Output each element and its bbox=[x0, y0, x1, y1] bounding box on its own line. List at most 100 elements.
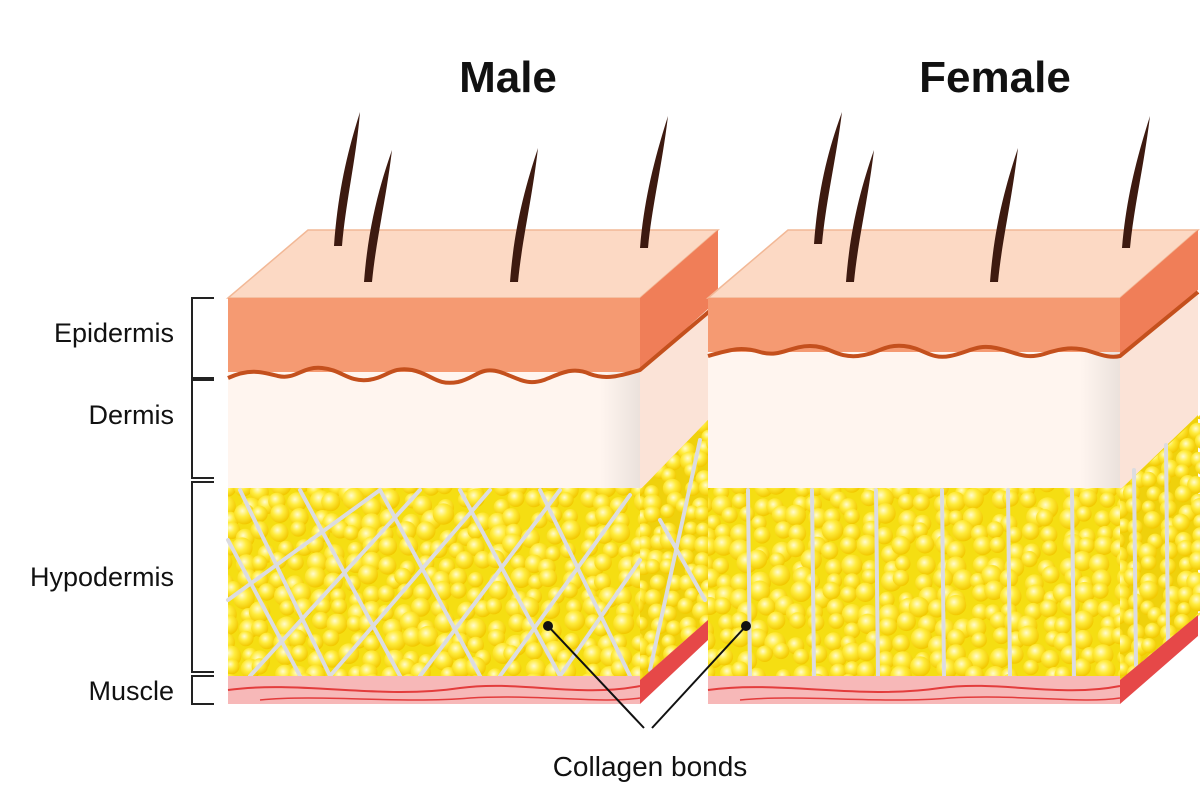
fat-globule bbox=[1187, 674, 1200, 680]
fat-globule bbox=[346, 615, 363, 632]
fat-globule bbox=[756, 645, 773, 662]
fat-globule bbox=[467, 636, 485, 654]
fat-globule bbox=[278, 540, 294, 557]
fat-globule bbox=[615, 488, 632, 496]
fat-globule bbox=[1036, 509, 1054, 527]
fat-globule bbox=[1193, 639, 1200, 653]
fat-globule bbox=[910, 627, 933, 650]
hair bbox=[640, 116, 668, 248]
fat-globule bbox=[358, 564, 378, 585]
fat-globule bbox=[485, 598, 502, 615]
fat-globule bbox=[1174, 485, 1192, 503]
fat-globule bbox=[1120, 532, 1126, 550]
fat-globule bbox=[432, 503, 455, 525]
fat-globule bbox=[708, 664, 716, 678]
fat-globule bbox=[643, 505, 661, 523]
female-dermis bbox=[708, 352, 1120, 488]
fat-globule bbox=[1139, 580, 1159, 600]
male-dermis bbox=[228, 372, 640, 488]
fat-globule bbox=[384, 630, 406, 652]
fat-globule bbox=[1186, 572, 1200, 592]
fat-globule bbox=[840, 586, 857, 603]
fat-globule bbox=[326, 613, 348, 635]
fat-globule bbox=[594, 553, 612, 572]
fat-globule bbox=[1039, 488, 1055, 493]
fat-globule bbox=[1041, 565, 1060, 584]
fat-globule bbox=[681, 667, 701, 680]
fat-globule bbox=[828, 649, 847, 668]
fat-globule bbox=[518, 596, 540, 619]
fat-globule bbox=[894, 555, 911, 572]
fat-globule bbox=[757, 597, 776, 616]
fat-globule bbox=[291, 645, 308, 662]
fat-globule bbox=[790, 580, 812, 603]
fat-globule bbox=[1018, 625, 1039, 647]
fat-globule bbox=[861, 568, 878, 585]
fat-globule bbox=[640, 637, 650, 657]
fat-globule bbox=[1002, 490, 1019, 507]
fat-globule bbox=[915, 534, 935, 554]
fat-globule bbox=[965, 665, 984, 678]
fat-globule bbox=[436, 488, 453, 495]
fat-globule bbox=[1140, 471, 1157, 488]
fat-globule bbox=[583, 645, 604, 665]
fat-globule bbox=[270, 504, 290, 523]
fat-globule bbox=[774, 521, 792, 539]
fat-globule bbox=[378, 537, 398, 556]
fat-globule bbox=[1039, 599, 1058, 618]
fat-globule bbox=[322, 629, 340, 647]
fat-globule bbox=[713, 535, 735, 556]
fat-globule bbox=[640, 654, 651, 670]
fat-globule bbox=[228, 496, 236, 517]
fat-globule bbox=[1072, 551, 1093, 572]
fat-globule bbox=[402, 627, 423, 647]
fat-globule bbox=[878, 591, 895, 608]
fat-globule bbox=[753, 526, 771, 544]
fat-globule bbox=[525, 658, 547, 678]
fat-globule bbox=[878, 617, 898, 636]
male-collagen-bonds bbox=[226, 438, 707, 678]
fat-globule bbox=[793, 665, 813, 678]
fat-globule bbox=[912, 522, 928, 539]
fat-globule bbox=[1120, 546, 1128, 565]
fat-globule bbox=[258, 583, 276, 601]
fat-globule bbox=[1094, 535, 1114, 556]
fat-globule bbox=[828, 613, 845, 629]
fat-globule bbox=[1073, 630, 1093, 650]
fat-globule bbox=[820, 542, 839, 560]
fat-globule bbox=[417, 625, 439, 647]
fat-globule bbox=[609, 522, 631, 543]
fat-globule bbox=[561, 520, 581, 540]
fat-globule bbox=[1187, 476, 1200, 494]
fat-globule bbox=[718, 614, 736, 632]
fat-globule bbox=[660, 504, 675, 519]
female-muscle-side bbox=[1120, 615, 1198, 704]
fat-globule bbox=[856, 534, 878, 556]
fat-globule bbox=[538, 568, 558, 588]
fat-globule bbox=[564, 610, 585, 631]
fat-globule bbox=[807, 614, 825, 632]
fat-globule bbox=[525, 489, 543, 508]
fat-globule bbox=[1021, 522, 1040, 540]
fat-globule bbox=[892, 634, 910, 653]
fat-globule bbox=[769, 552, 785, 568]
fat-globule bbox=[1160, 542, 1178, 560]
dermis-label: Dermis bbox=[89, 400, 175, 430]
hair bbox=[990, 148, 1018, 282]
fat-globule bbox=[1025, 584, 1046, 604]
fat-globule bbox=[1189, 422, 1200, 440]
fat-globule bbox=[679, 534, 698, 553]
fat-globule bbox=[989, 611, 1008, 630]
fat-globule bbox=[695, 522, 708, 537]
fat-globule bbox=[342, 488, 365, 510]
hypodermis-bracket bbox=[191, 481, 214, 673]
fat-globule bbox=[1060, 596, 1080, 616]
fat-globule bbox=[712, 557, 729, 575]
muscle-label: Muscle bbox=[88, 676, 174, 706]
fat-globule bbox=[1088, 553, 1110, 575]
fat-globule bbox=[691, 684, 708, 701]
fat-globule bbox=[1141, 554, 1157, 571]
fat-globule bbox=[1041, 540, 1058, 556]
fat-globule bbox=[936, 658, 958, 678]
fat-globule bbox=[1054, 617, 1072, 635]
